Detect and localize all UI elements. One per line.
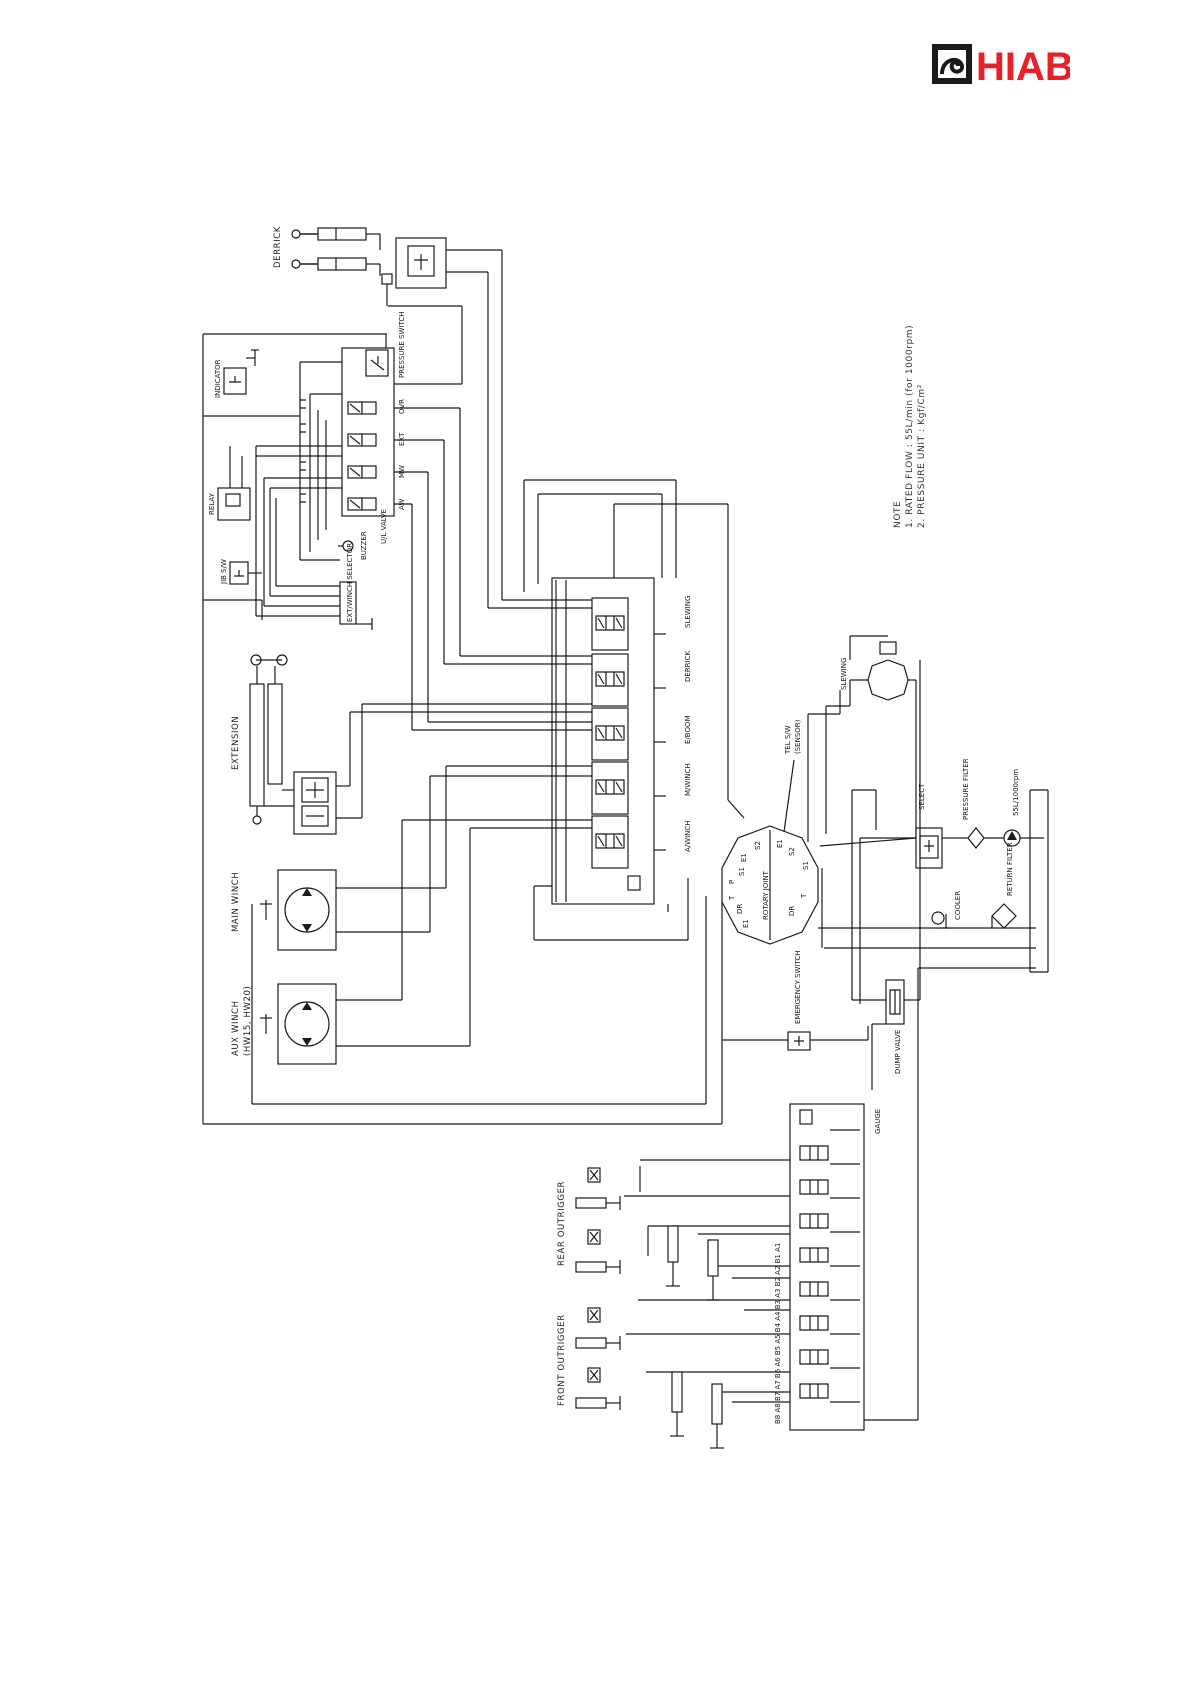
label-bank-mwinch: M/WINCH [684,763,692,796]
label-ext-winch-sel: EXT/WINCH SELECTOR [346,543,354,622]
label-main-winch: MAIN WINCH [231,872,241,932]
hiab-logo: HIAB [932,44,1070,88]
label-select: SELECT [918,783,926,810]
label-dump-valve: DUMP VALVE [894,1030,902,1074]
label-pump-flow: 55L/1000rpm [1012,769,1020,816]
label-bank-slewing: SLEWING [684,596,692,628]
front-outrigger-cylinders [575,1307,724,1449]
jib-switch [229,561,249,585]
label-gauge: GAUGE [874,1109,882,1134]
bank-actuator-lines [350,250,745,1046]
dump-valve [851,660,921,1090]
note-title: NOTE [893,501,903,528]
return-filter [991,903,1017,929]
slewing-motor [807,635,917,847]
svg-text:DR: DR [736,904,744,914]
label-rear-outrigger: REAR OUTRIGGER [557,1181,567,1266]
cooler [931,911,950,929]
label-derrick-top: DERRICK [273,226,283,268]
label-bank-awinch: A/WINCH [684,820,692,852]
label-tel-sw: TEL S/W [784,725,792,755]
label-pressure-switch: PRESSURE SWITCH [398,312,406,378]
label-emergency-switch: EMERGENCY SWITCH [794,950,802,1024]
label-sv-ovr: OVR [398,399,406,414]
label-ul-valve: U/L VALVE [380,509,388,544]
note-2: 2. PRESSURE UNIT : Kgf/Cm² [917,384,927,528]
label-jib-sw: JIB S/W [220,559,228,585]
svg-text:S2: S2 [788,847,796,856]
svg-text:DR: DR [788,906,796,916]
label-aux-winch-2: (HW15, HW20) [243,986,253,1056]
control-wiring [248,305,463,620]
rotary-ports: E1 S2 S1 P T DR E1 DR T S1 S2 E1 [728,839,810,928]
buzzer [338,540,354,552]
svg-text:P: P [728,880,736,884]
solenoid-valve-stack [341,347,460,517]
label-return-filter: RETURN FILTER [1006,842,1014,896]
extension-holding-valve [264,704,363,835]
svg-text:T: T [728,895,736,901]
rotary-joint [721,825,819,945]
brand-text: HIAB [976,45,1070,88]
aux-winch-motor [260,983,470,1065]
derrick-counterbalance-valve [379,234,502,306]
select-valve [860,827,958,869]
extension-cylinders [249,654,288,825]
outrigger-valve-bank [789,967,1036,1431]
main-winch-motor [260,869,446,951]
main-control-valve-bank [551,577,666,905]
svg-text:S1: S1 [738,867,746,876]
label-slewing-motor: SLEWING [840,658,848,690]
label-pressure-filter: PRESSURE FILTER [962,758,970,820]
ext-winch-selector [339,581,373,630]
label-bank-derrick: DERRICK [684,651,692,682]
svg-text:T: T [800,893,808,899]
label-aux-winch-1: AUX WINCH [231,1000,241,1056]
svg-text:E1: E1 [742,919,750,928]
label-cooler: COOLER [954,891,962,920]
pressure-filter [958,827,1004,849]
label-indicator: INDICATOR [214,359,222,398]
label-relay: RELAY [208,492,216,515]
outrigger-lines [624,1159,790,1403]
label-tel-sw-2: (SENSOR) [794,719,802,754]
relay [217,446,251,521]
emergency-switch [722,1026,869,1051]
pump [1003,829,1044,847]
svg-text:S1: S1 [802,861,810,870]
svg-text:E1: E1 [776,839,784,848]
indicator [223,349,259,395]
electrical-frame [202,333,723,1125]
label-extension: EXTENSION [231,716,241,770]
label-buzzer: BUZZER [360,531,368,560]
label-rotary-joint: ROTARY JOINT [762,870,770,920]
label-front-outrigger: FRONT OUTRIGGER [557,1314,567,1406]
label-bank-eboom: E/BOOM [684,715,692,744]
notes: NOTE 1. RATED FLOW : 55L/min (for 1000rp… [893,325,927,528]
label-sv-mw: MW [398,465,406,478]
label-sv-ext: EXT [398,432,406,446]
svg-text:S2: S2 [754,841,762,850]
label-sv-aw: AW [398,499,406,510]
rear-outrigger-cylinders [575,1167,720,1301]
label-port-labels: B8 A8 B7 A7 B6 A6 B5 A5 B4 A4 B3 A3 B2 A… [774,1243,782,1424]
derrick-cylinders [291,227,380,271]
note-1: 1. RATED FLOW : 55L/min (for 1000rpm) [905,325,915,528]
svg-text:E1: E1 [740,853,748,862]
